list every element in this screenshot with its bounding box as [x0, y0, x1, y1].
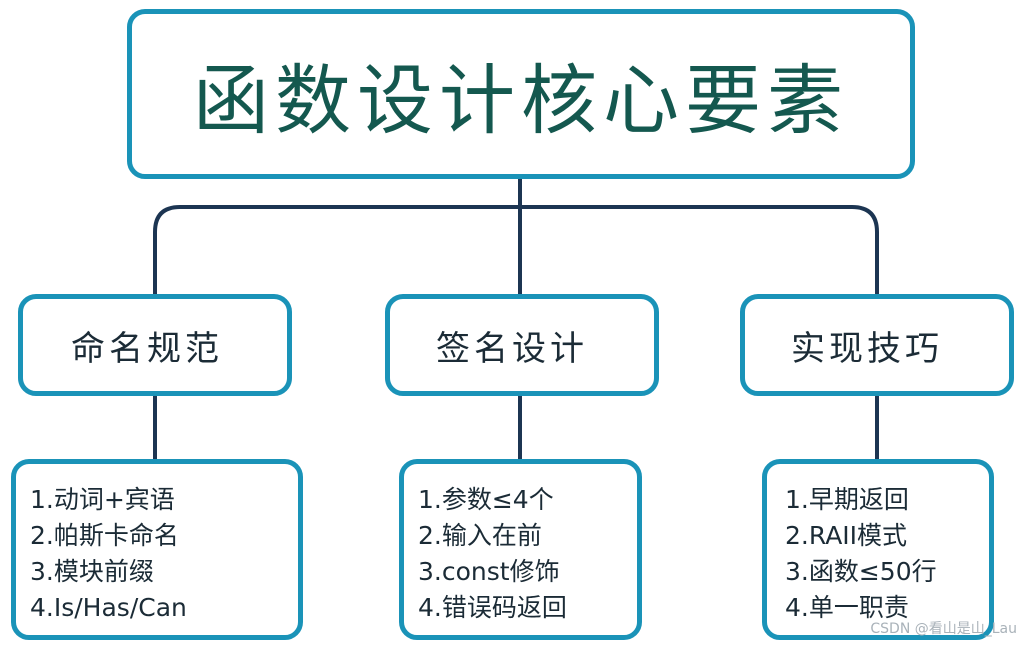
list-item: 2.RAII模式 — [785, 521, 908, 550]
category-box-signature: 签名设计 — [385, 294, 659, 396]
list-item: 3.const修饰 — [418, 557, 560, 586]
watermark: CSDN @看山是山_Lau — [870, 621, 1017, 637]
details-box-implementation: 1.早期返回 2.RAII模式 3.函数≤50行 4.单一职责 — [762, 459, 994, 640]
list-item: 2.输入在前 — [418, 521, 542, 550]
category-label: 实现技巧 — [791, 328, 943, 369]
diagram-title: 函数设计核心要素 — [193, 56, 849, 145]
branch-line — [153, 205, 879, 296]
list-item: 1.早期返回 — [785, 485, 909, 514]
details-box-signature: 1.参数≤4个 2.输入在前 3.const修饰 4.错误码返回 — [399, 459, 642, 640]
details-box-naming: 1.动词+宾语 2.帕斯卡命名 3.模块前缀 4.Is/Has/Can — [11, 459, 303, 640]
details-list: 1.动词+宾语 2.帕斯卡命名 3.模块前缀 4.Is/Has/Can — [30, 482, 298, 626]
details-list: 1.参数≤4个 2.输入在前 3.const修饰 4.错误码返回 — [418, 482, 637, 626]
category-box-naming: 命名规范 — [18, 294, 292, 396]
list-item: 3.函数≤50行 — [785, 557, 937, 586]
list-item: 4.错误码返回 — [418, 593, 567, 622]
list-item: 3.模块前缀 — [30, 557, 154, 586]
list-item: 2.帕斯卡命名 — [30, 521, 179, 550]
list-item: 4.Is/Has/Can — [30, 593, 187, 622]
list-item: 1.动词+宾语 — [30, 485, 175, 514]
title-box: 函数设计核心要素 — [127, 9, 915, 179]
category-box-implementation: 实现技巧 — [740, 294, 1014, 396]
category-label: 签名设计 — [436, 328, 588, 369]
category-label: 命名规范 — [71, 328, 223, 369]
details-list: 1.早期返回 2.RAII模式 3.函数≤50行 4.单一职责 — [785, 482, 989, 626]
list-item: 1.参数≤4个 — [418, 485, 554, 514]
list-item: 4.单一职责 — [785, 593, 909, 622]
